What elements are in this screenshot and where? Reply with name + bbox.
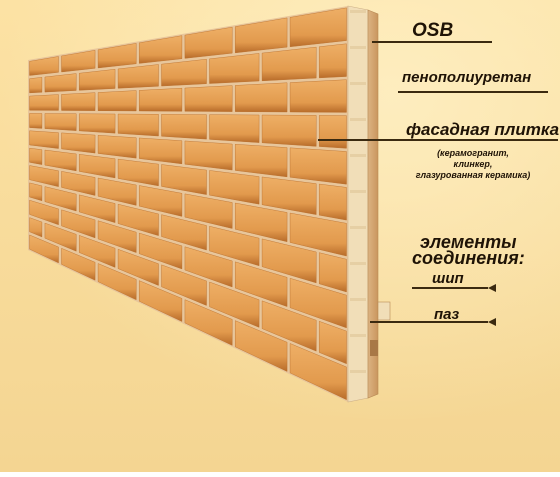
brick [162,114,207,139]
brick [30,113,42,128]
edge-rib [350,46,366,49]
insulation-layer [348,6,368,402]
edge-rib [350,370,366,373]
edge-rib [350,118,366,121]
brick [30,95,59,111]
label-foam: пенополиуретан [402,69,531,86]
facade-detail-3: глазурованная керамика) [386,170,560,181]
edge-rib [350,334,366,337]
edge-rib [350,10,366,13]
osb-layer [368,10,378,398]
brick [262,115,316,146]
brick [162,59,207,86]
label-tongue: шип [432,270,464,287]
facade-detail-2: клинкер, [386,159,560,170]
brick [118,114,158,136]
brick [79,114,115,133]
edge-rib [350,298,366,301]
brick [210,53,260,83]
groove-element [370,340,378,356]
edge-rib [350,154,366,157]
brick [45,114,76,131]
label-connections-line2: соединения: [412,250,525,267]
label-facade-tile: фасадная плитка [406,120,559,140]
brick [319,115,346,148]
label-facade-details: (керамогранит, клинкер, глазурованная ке… [386,148,560,181]
label-osb: OSB [412,20,453,42]
brick [319,44,346,78]
edge-rib [350,262,366,265]
brick [319,184,346,220]
brick [62,93,96,111]
label-groove: паз [434,306,459,323]
edge-rib [350,190,366,193]
brick [210,115,260,143]
brick [30,148,42,164]
brick [30,77,42,93]
brick [235,83,287,112]
brick [185,86,232,112]
edge-rib [350,226,366,229]
brick [262,47,316,81]
brick [45,74,76,93]
brick [290,80,346,113]
brick [98,91,136,111]
brick [139,88,182,111]
facade-detail-1: (керамогранит, [386,148,560,159]
edge-rib [350,82,366,85]
tongue-element [378,302,390,320]
